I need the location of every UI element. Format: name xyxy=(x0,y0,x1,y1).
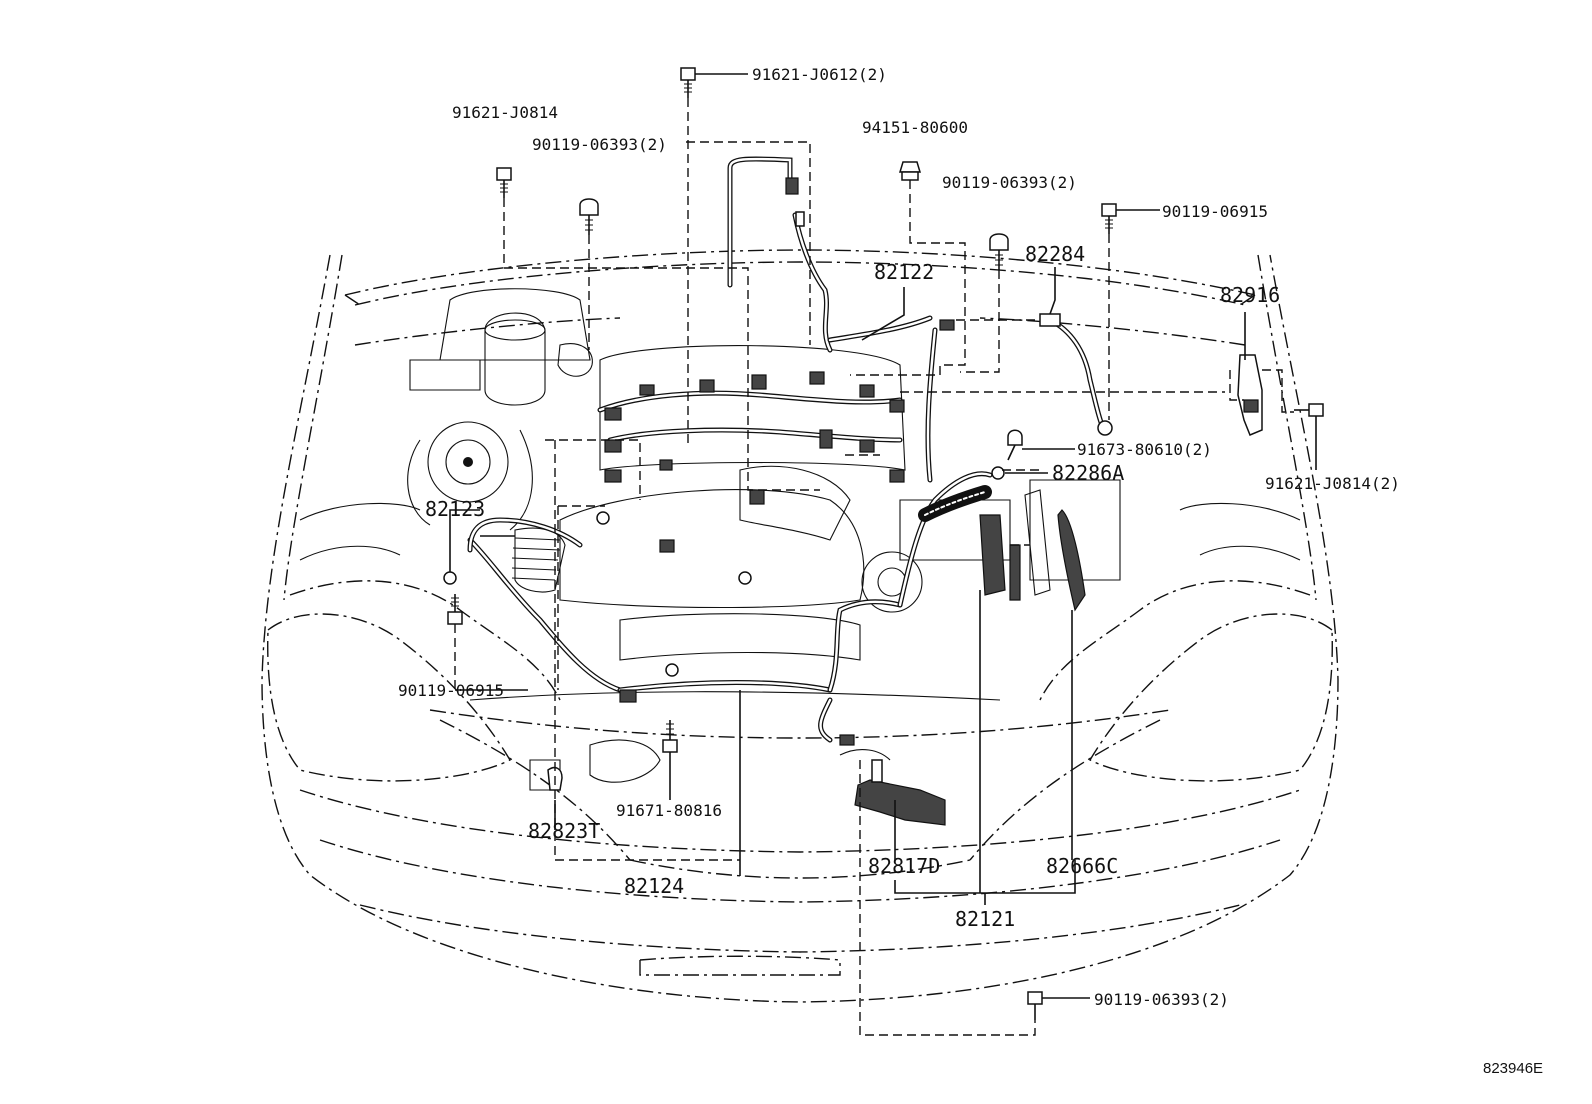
bolt-icon xyxy=(1294,403,1324,417)
label-82817D: 82817D xyxy=(868,854,940,878)
part-labels: 91621-J0612(2) 91621-J0814 90119-06393(2… xyxy=(398,65,1543,1077)
label-94151-80600: 94151-80600 xyxy=(862,118,968,137)
label-82286A: 82286A xyxy=(1052,461,1124,485)
label-91621-J0814-top: 91621-J0814 xyxy=(452,103,558,122)
label-82122: 82122 xyxy=(874,260,934,284)
connectors xyxy=(443,177,1263,826)
illustration-ref: 823946E xyxy=(1483,1060,1543,1077)
bolt-icon xyxy=(989,233,1009,270)
bolt-icon xyxy=(579,198,599,235)
label-82916: 82916 xyxy=(1220,283,1280,307)
label-91621-J0612: 91621-J0612(2) xyxy=(752,65,887,84)
label-90119-06393-a: 90119-06393(2) xyxy=(532,135,667,154)
leader-lines xyxy=(449,73,1317,999)
label-90119-06915-left: 90119-06915 xyxy=(398,681,504,700)
reference-lines xyxy=(454,98,1294,1036)
bolt-icon xyxy=(662,720,678,753)
label-90119-06393-c: 90119-06393(2) xyxy=(1094,990,1229,1009)
bolt-icon xyxy=(1007,429,1023,461)
label-91671-80816: 91671-80816 xyxy=(616,801,722,820)
bolt-icon xyxy=(1027,991,1043,1020)
label-82823T: 82823T xyxy=(528,819,600,843)
label-82124: 82124 xyxy=(624,874,684,898)
label-91673-80610: 91673-80610(2) xyxy=(1077,440,1212,459)
bolt-icon xyxy=(496,167,512,198)
bolt-icon xyxy=(1101,203,1117,234)
label-82121: 82121 xyxy=(955,907,1015,931)
label-91621-J0814-right: 91621-J0814(2) xyxy=(1265,474,1400,493)
bolt-icon xyxy=(447,594,463,625)
label-90119-06393-b: 90119-06393(2) xyxy=(942,173,1077,192)
label-90119-06915-top: 90119-06915 xyxy=(1162,202,1268,221)
bolt-icon xyxy=(680,67,696,98)
label-82284: 82284 xyxy=(1025,242,1085,266)
label-82666C: 82666C xyxy=(1046,854,1118,878)
nut-icon xyxy=(898,161,922,181)
vehicle-outline xyxy=(261,249,1339,1003)
wire-harness xyxy=(467,156,1105,743)
label-82123: 82123 xyxy=(425,497,485,521)
